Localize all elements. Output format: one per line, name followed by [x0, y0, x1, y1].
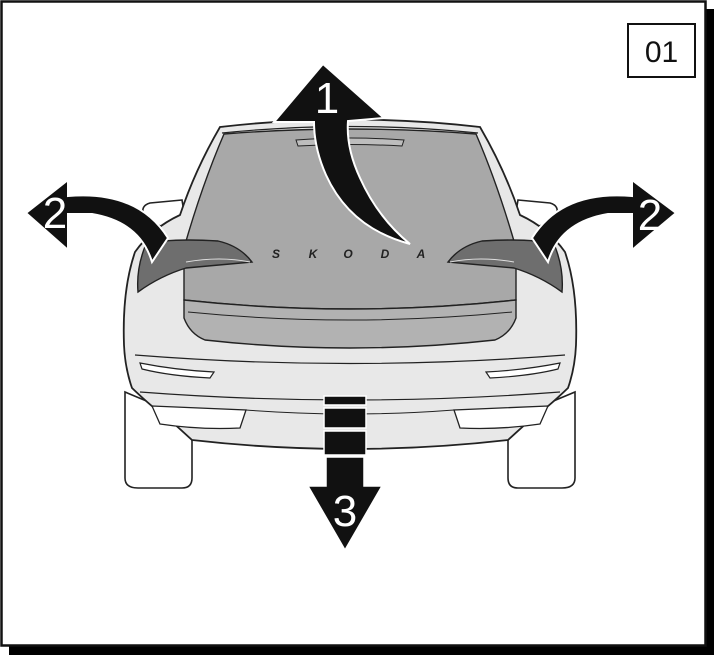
- arrow-1-shape: [271, 62, 411, 245]
- right-reflector: [484, 362, 561, 379]
- arrow-2-left-label: 2: [43, 189, 67, 238]
- arrow-1-tailgate: 1: [271, 62, 411, 245]
- brand-letter: K: [309, 247, 319, 261]
- right-tail-light: [446, 239, 564, 294]
- arrow-2-left-shape: [24, 177, 170, 265]
- arrow-2-right: 2: [530, 178, 678, 265]
- arrow-3-label: 3: [333, 487, 357, 536]
- roof-line: [221, 125, 479, 134]
- car-rear-view: [122, 118, 578, 489]
- bumper-upper-line: [134, 354, 566, 365]
- arrow-3-segment: [323, 407, 367, 429]
- arrow-2-right-shape: [530, 178, 678, 265]
- left-tail-light: [136, 239, 254, 294]
- arrow-2-left: 2: [24, 177, 170, 265]
- step-number: 01: [645, 36, 678, 69]
- left-light-strip: [185, 258, 251, 263]
- brand-letter: O: [343, 247, 353, 261]
- tailgate-edge: [187, 311, 513, 321]
- left-reflector: [139, 362, 216, 379]
- brand-lettering: S K O D A: [272, 247, 425, 261]
- arrow-1-label: 1: [315, 74, 339, 123]
- brand-letter: D: [381, 247, 390, 261]
- left-exhaust: [150, 405, 247, 430]
- right-exhaust: [453, 405, 550, 430]
- step-badge: [627, 23, 696, 78]
- right-light-strip: [449, 258, 515, 263]
- brand-letter: S: [272, 247, 280, 261]
- arrow-2-right-label: 2: [638, 191, 662, 240]
- arrow-3-segment: [323, 395, 367, 406]
- arrow-3-segment: [323, 430, 367, 456]
- brand-letter: A: [416, 247, 426, 261]
- arrow-3-head: [306, 456, 384, 552]
- tailgate-panel: [183, 299, 517, 349]
- arrow-3-bumper: 3: [306, 395, 384, 552]
